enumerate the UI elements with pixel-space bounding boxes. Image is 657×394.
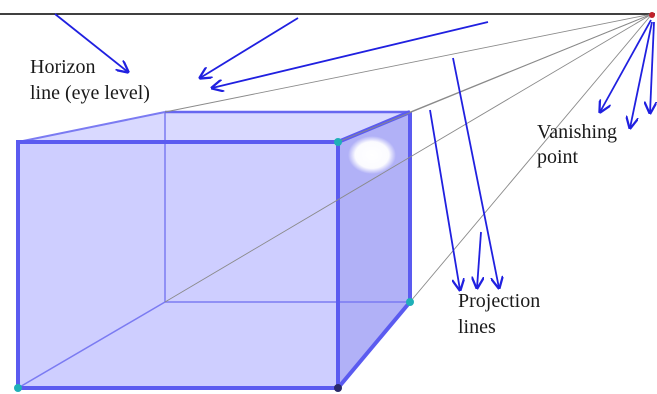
annotation-arrows (54, 13, 654, 290)
light-highlight (348, 136, 396, 174)
projection-arrow (477, 231, 481, 288)
vertex-marker-dark (334, 384, 342, 392)
projection-line (164, 13, 653, 113)
projection-lines (164, 13, 653, 303)
vanishing-point-label-line1: Vanishing (537, 121, 617, 143)
vanishing-point-marker (649, 12, 655, 18)
cube (16, 110, 412, 390)
horizon-arrow (212, 21, 489, 88)
vertex-marker (334, 138, 342, 146)
cube-right-bottom-edge (336, 300, 412, 390)
vertex-marker (14, 384, 22, 392)
vertex-markers (14, 12, 655, 392)
projection-line (337, 13, 653, 143)
horizon-line-label-line2: line (eye level) (30, 82, 150, 104)
vanishing-point-arrow (630, 21, 653, 128)
vanishing-point-label-line2: point (537, 146, 579, 168)
cube-hidden-edge-depth (17, 301, 166, 389)
projection-arrow (429, 109, 460, 290)
projection-line (409, 13, 653, 303)
projection-line (164, 13, 653, 303)
vanishing-point-arrow (650, 21, 654, 113)
horizon-arrow (200, 17, 299, 78)
projection-lines-label-line1: Projection (458, 290, 540, 312)
cube-front-face (18, 142, 338, 388)
horizon-arrow (54, 13, 128, 72)
vanishing-point-arrow (600, 19, 652, 112)
cube-right-face (338, 112, 410, 388)
projection-lines-label-line2: lines (458, 316, 496, 338)
vertex-marker (406, 298, 414, 306)
cube-top-face (18, 112, 410, 142)
cube-top-back-edge (17, 111, 166, 143)
cube-front-edges (16, 140, 340, 390)
projection-arrow (452, 57, 499, 288)
horizon-line-label-line1: Horizon (30, 56, 96, 78)
